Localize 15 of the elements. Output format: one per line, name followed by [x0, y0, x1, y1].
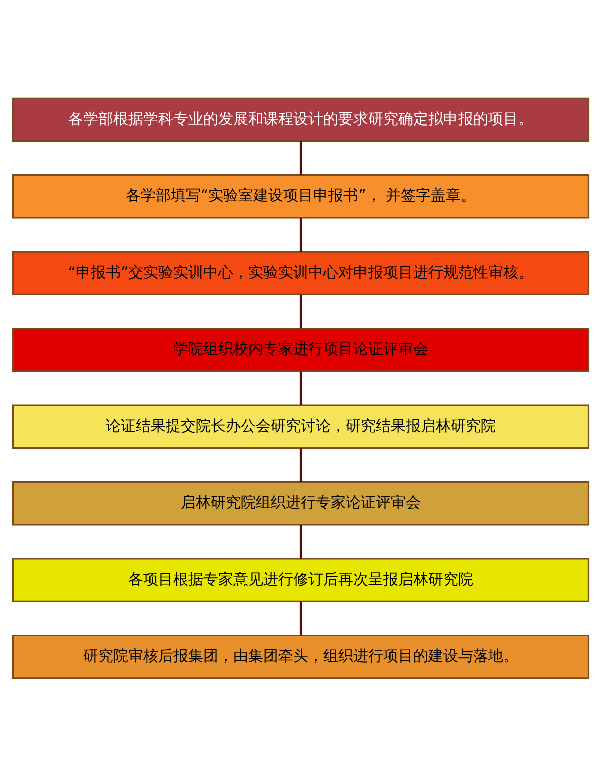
node-box: 启林研究院组织进行专家论证评审会	[12, 481, 590, 526]
connector	[299, 294, 302, 329]
node-box: 各项目根据专家意见进行修订后再次呈报启林研究院	[12, 558, 590, 602]
connector	[299, 448, 302, 482]
connector	[299, 602, 302, 636]
connector	[299, 372, 302, 406]
node-box: 各学部根据学科专业的发展和课程设计的要求研究确定拟申报的项目。	[12, 98, 590, 142]
node-box: 研究院审核后报集团，由集团牵头，组织进行项目的建设与落地。	[12, 634, 590, 680]
connector	[299, 141, 302, 176]
node-box: 各学部填写“实验室建设项目申报书”， 并签字盖章。	[12, 174, 590, 219]
connector	[299, 525, 302, 559]
node-box: 论证结果提交院长办公会研究讨论，研究结果报启林研究院	[12, 404, 590, 449]
node-box: 学院组织校内专家进行项目论证评审会	[12, 328, 590, 372]
connector	[299, 218, 302, 252]
node-box: “申报书”交实验实训中心，实验实训中心对申报项目进行规范性审核。	[12, 251, 590, 296]
